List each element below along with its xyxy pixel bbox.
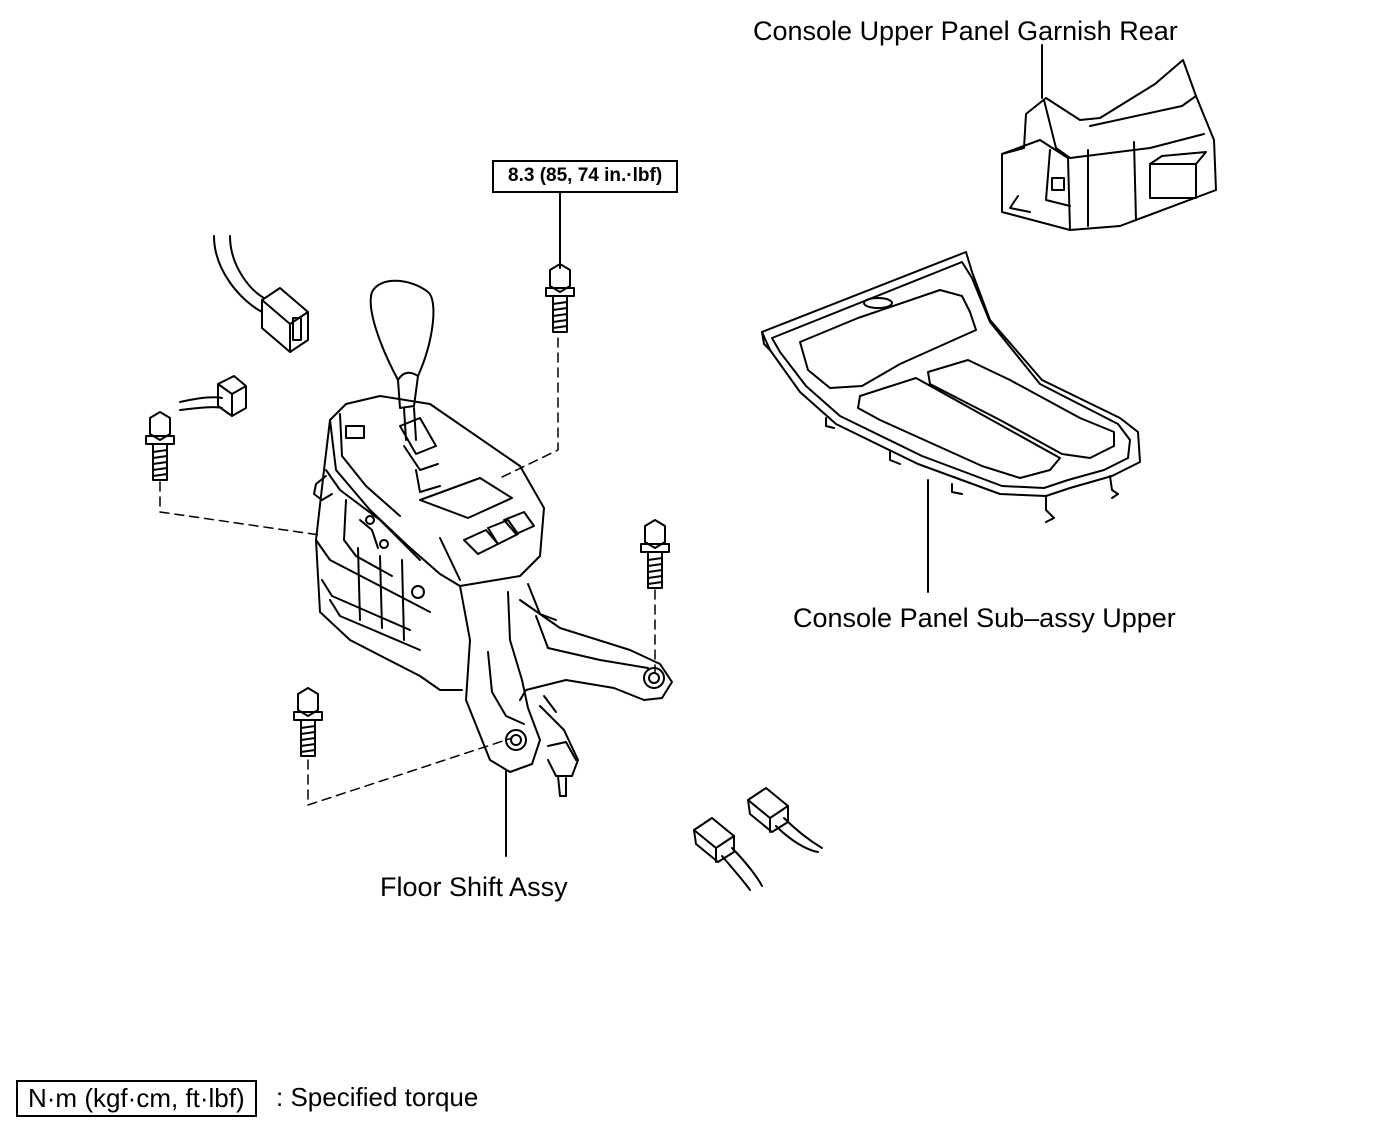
connector-upper-left [213, 235, 309, 353]
leader-lines [505, 44, 1043, 857]
bolt-lower [293, 687, 323, 757]
label-console-upper-panel-garnish-rear: Console Upper Panel Garnish Rear [753, 16, 1178, 46]
legend-description: : Specified torque [276, 1082, 479, 1112]
console-upper-panel-garnish-rear [1001, 59, 1217, 231]
floor-shift-assy [313, 279, 673, 797]
bolt-left [145, 411, 175, 481]
torque-spec-box: 8.3 (85, 74 in.·lbf) [492, 160, 679, 193]
alignment-dashes [159, 337, 656, 806]
bolt-torque-top [545, 263, 575, 333]
connector-small-left [179, 375, 247, 417]
console-panel-sub-assy-upper [761, 251, 1141, 523]
connector-lower-right-a [747, 787, 823, 853]
label-console-panel-sub-assy-upper: Console Panel Sub–assy Upper [793, 603, 1176, 633]
bolt-right [640, 519, 670, 589]
legend-units-box: N·m (kgf·cm, ft·lbf) [16, 1080, 257, 1117]
connector-lower-right-b [693, 817, 763, 891]
label-floor-shift-assy: Floor Shift Assy [380, 872, 568, 902]
